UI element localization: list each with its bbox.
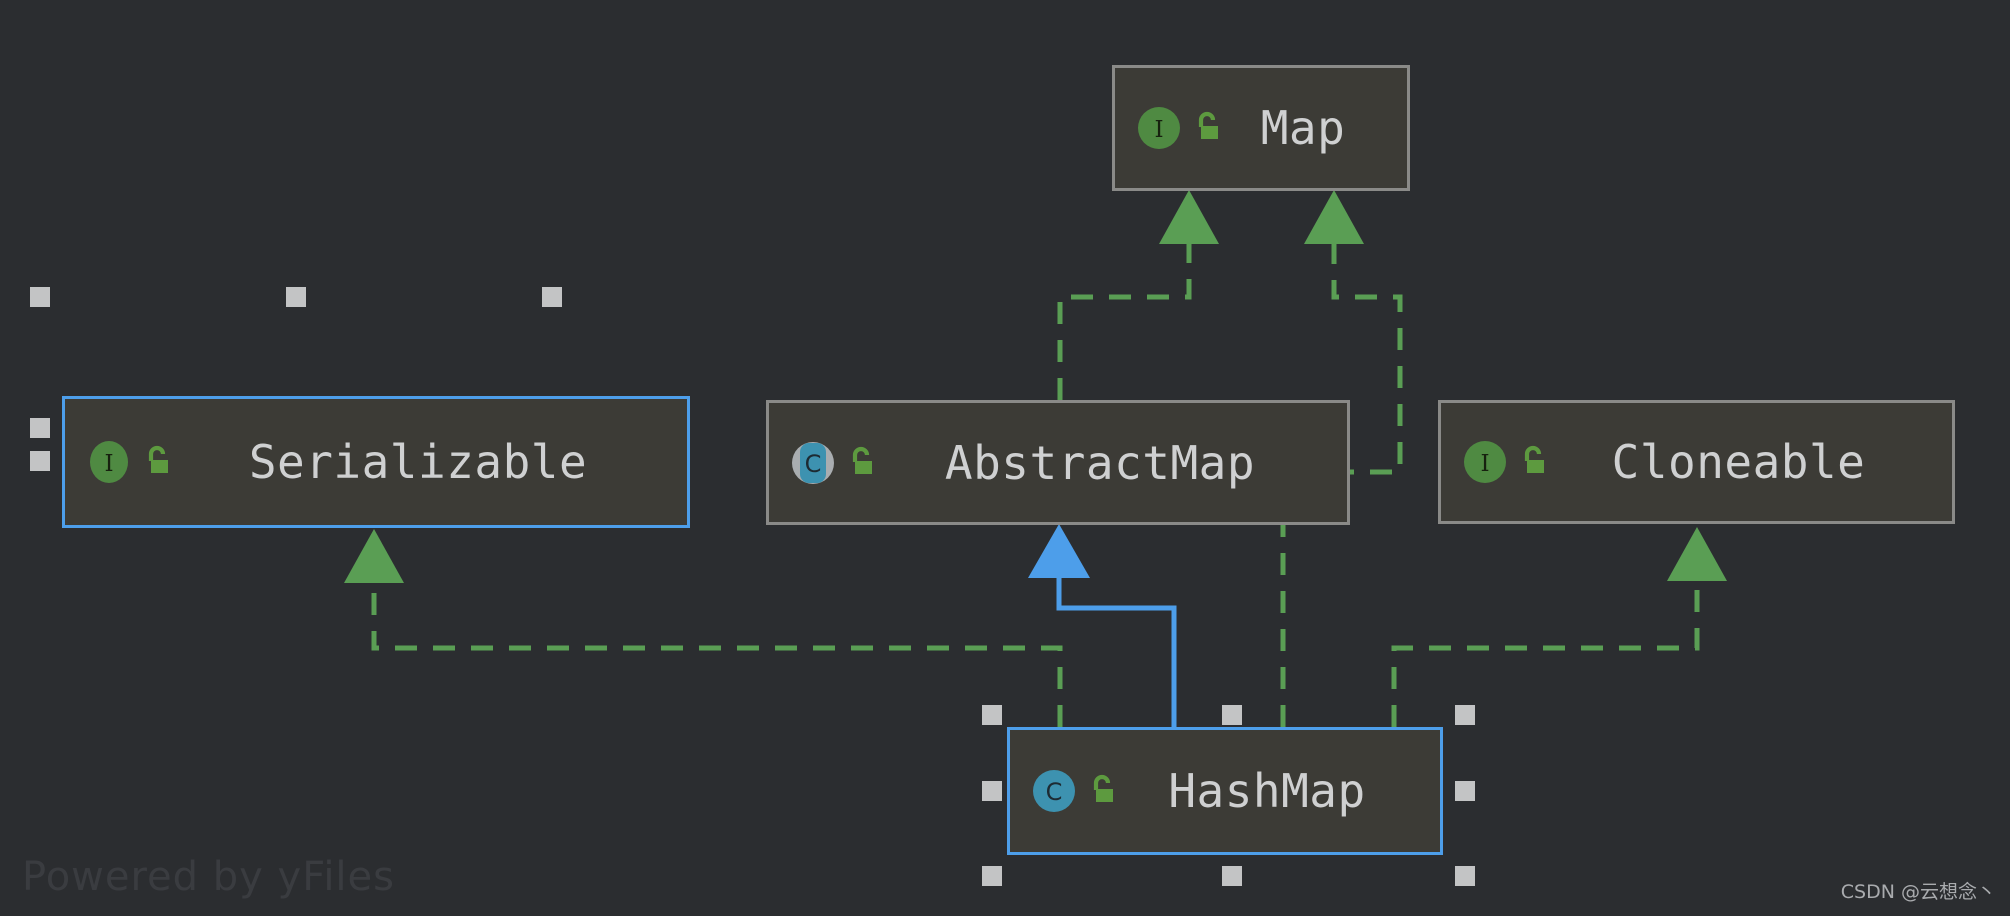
edge-abstractmap-implements-map[interactable] [1057, 190, 1219, 400]
node-label: Serializable [248, 435, 588, 489]
class-icon: C [1033, 770, 1075, 812]
node-label: Cloneable [1611, 435, 1866, 489]
node-abstractmap[interactable]: C AbstractMap [766, 400, 1350, 525]
node-cloneable[interactable]: I Cloneable [1438, 400, 1955, 524]
node-label: HashMap [1168, 764, 1366, 818]
yfiles-watermark: Powered by yFiles [22, 854, 395, 900]
selection-handle-nw[interactable] [982, 705, 1002, 725]
svg-text:C: C [1046, 778, 1063, 806]
selection-handle-se[interactable] [1455, 866, 1475, 886]
selection-handle-n[interactable] [1222, 705, 1242, 725]
interface-icon: I [1464, 441, 1506, 483]
node-serializable[interactable]: I Serializable [62, 396, 690, 528]
unlock-icon [1198, 111, 1218, 139]
node-map[interactable]: I Map [1112, 65, 1410, 191]
interface-icon: I [90, 441, 128, 483]
selection-handle-w[interactable] [982, 781, 1002, 801]
unlock-icon [1093, 774, 1113, 802]
selection-handle-sw[interactable] [982, 866, 1002, 886]
svg-text:I: I [1154, 117, 1163, 143]
svg-text:I: I [104, 451, 113, 477]
selection-handle-w[interactable] [30, 451, 50, 471]
unlock-icon [148, 445, 168, 473]
selection-handle-ne[interactable] [542, 287, 562, 307]
edge-hashmap-extends-abstractmap[interactable] [1028, 524, 1177, 727]
selection-handle-e[interactable] [1455, 781, 1475, 801]
edge-hashmap-implements-cloneable[interactable] [1391, 527, 1727, 727]
node-icon-group: I [1463, 440, 1551, 484]
csdn-attribution: CSDN @云想念丶 [1840, 881, 1996, 903]
node-icon-group: I [1137, 106, 1225, 150]
selection-handle-s[interactable] [1222, 866, 1242, 886]
selection-handle-n[interactable] [286, 287, 306, 307]
node-hashmap[interactable]: C HashMap [1007, 727, 1443, 855]
interface-icon: I [1138, 107, 1180, 149]
node-label: Map [1260, 101, 1346, 155]
svg-text:I: I [1480, 451, 1489, 477]
unlock-icon [1524, 445, 1544, 473]
node-icon-group: C [791, 441, 879, 485]
selection-handle-nw[interactable] [30, 287, 50, 307]
node-icon-group: I [87, 440, 175, 484]
svg-text:C: C [805, 450, 822, 478]
node-label: AbstractMap [944, 435, 1256, 490]
node-icon-group: C [1032, 769, 1120, 813]
selection-handle-ne[interactable] [1455, 705, 1475, 725]
abstract-class-icon: C [792, 441, 834, 484]
selection-handle-sw[interactable] [30, 418, 50, 438]
edge-hashmap-implements-serializable[interactable] [344, 529, 1063, 727]
unlock-icon [852, 446, 872, 474]
